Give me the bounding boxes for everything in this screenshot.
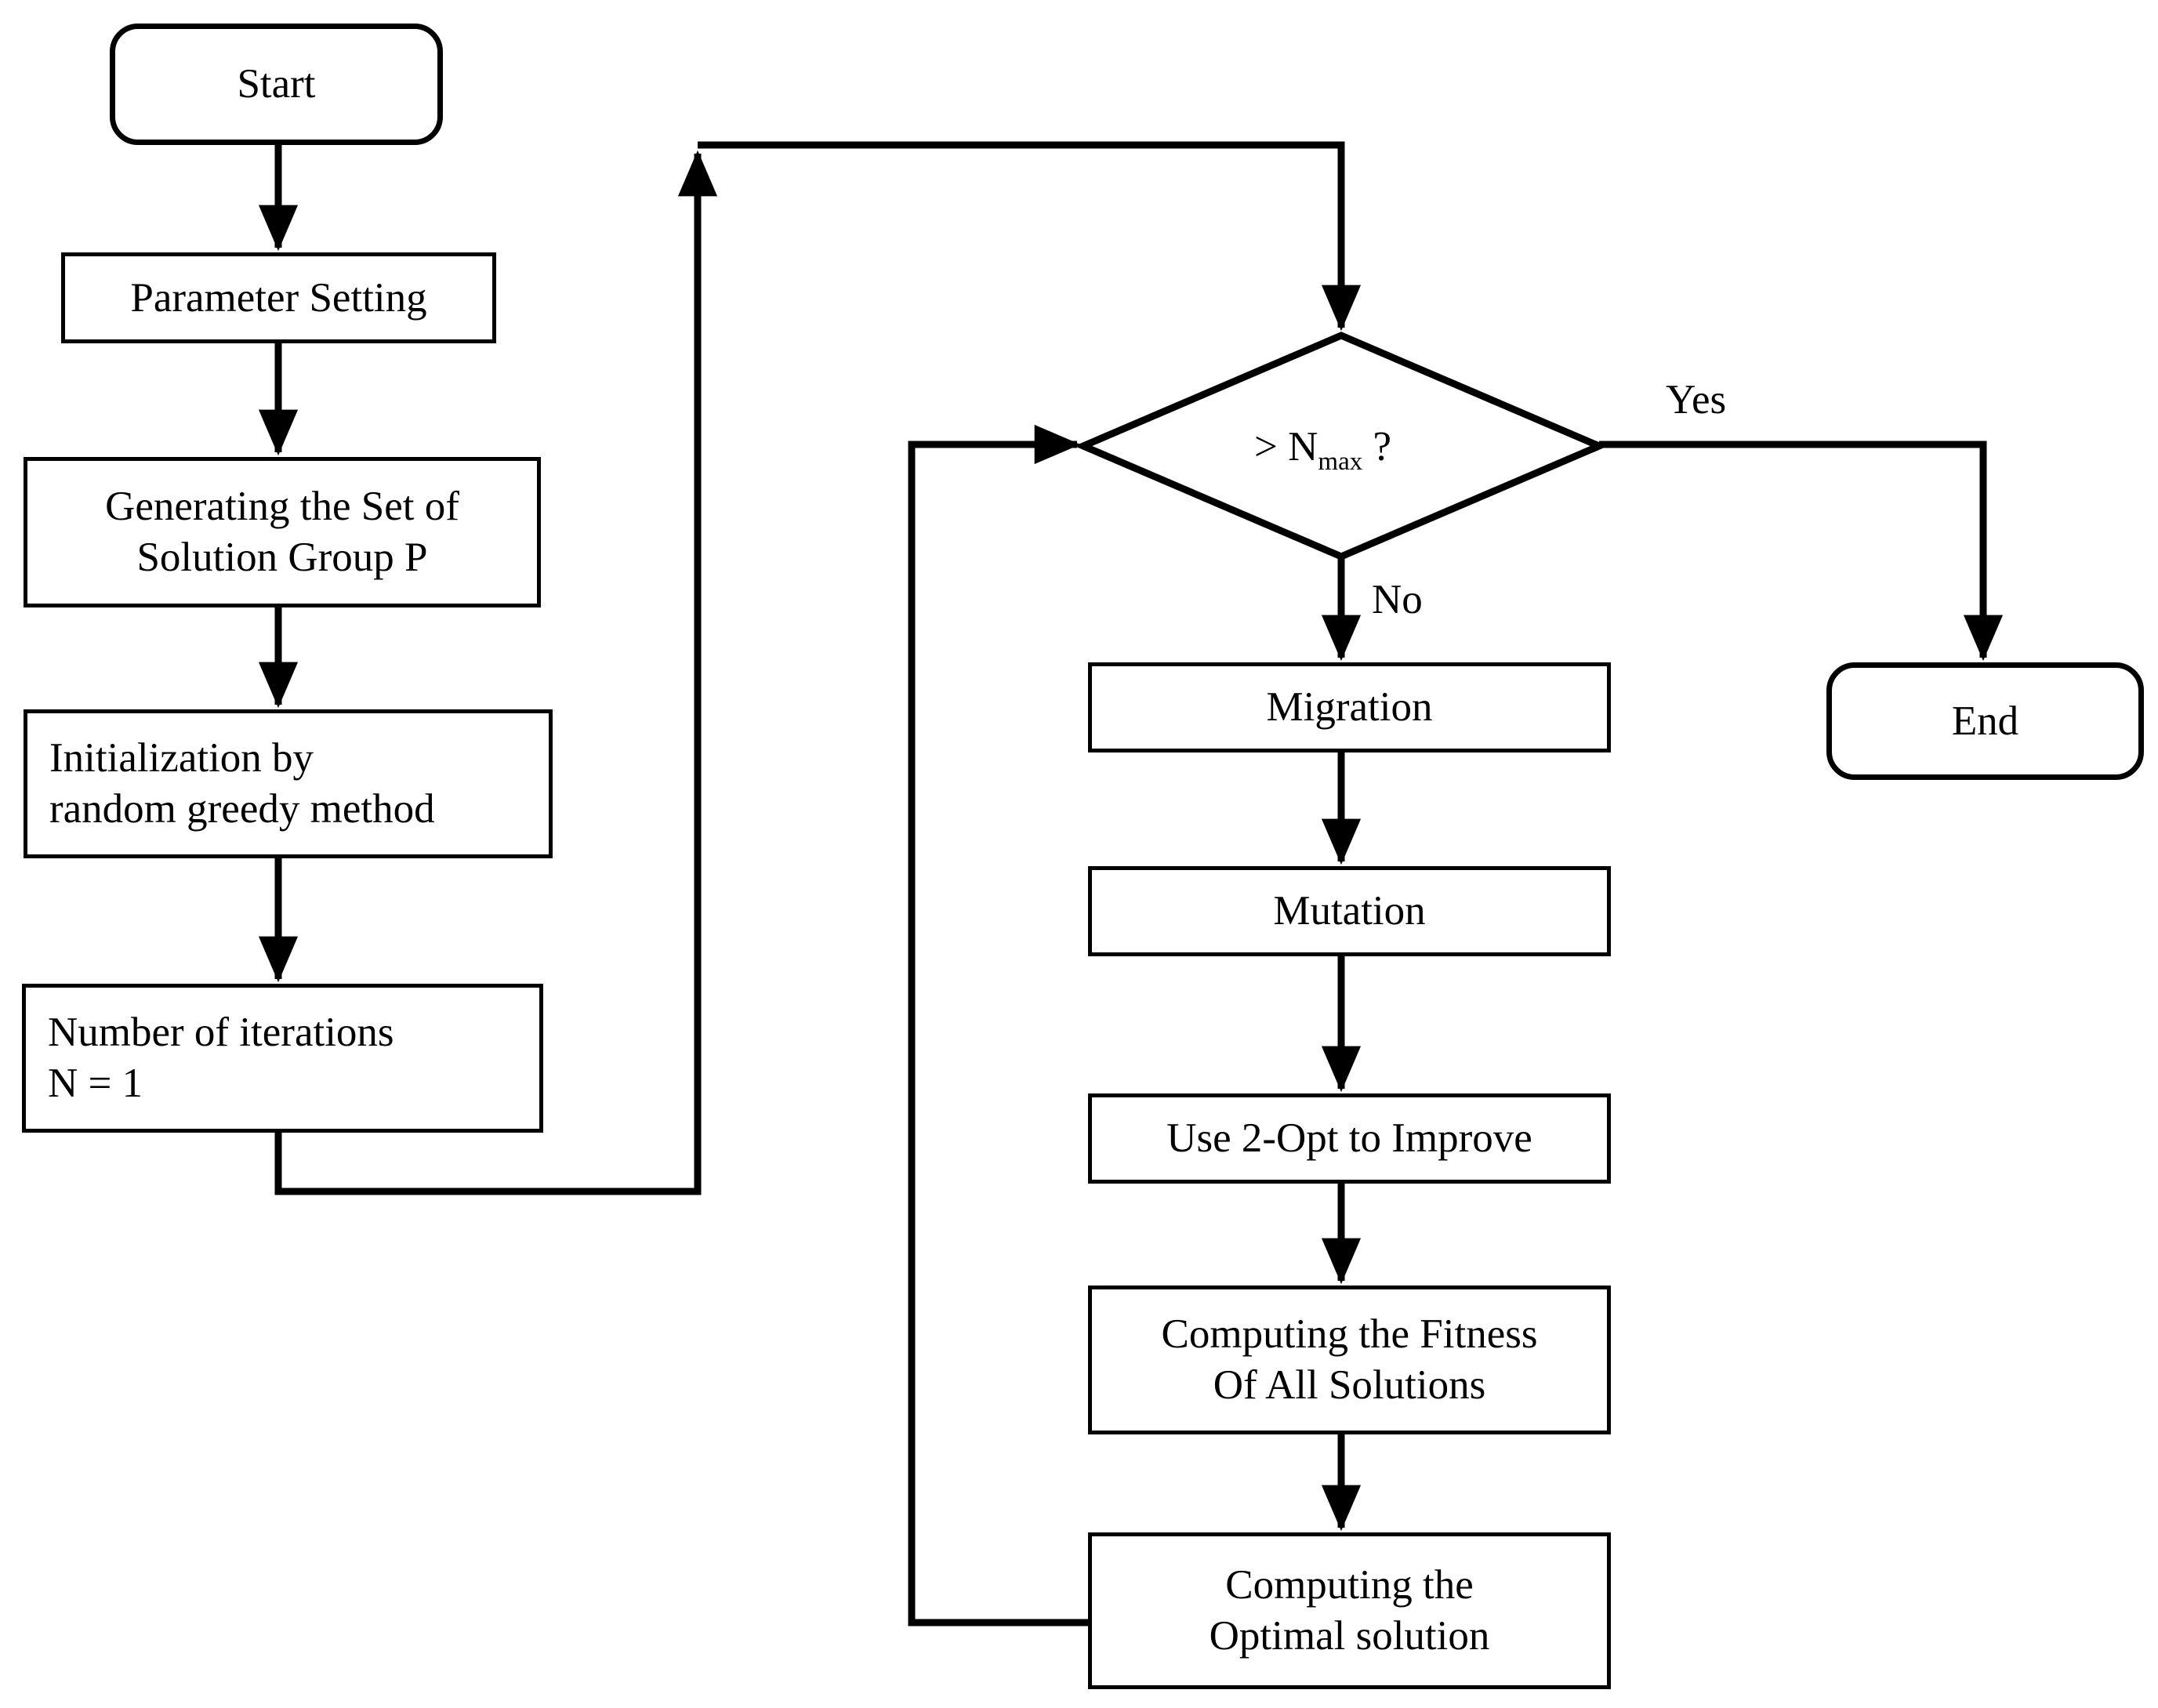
decision-diamond bbox=[1074, 332, 1609, 560]
node-generating-solution-set[interactable]: Generating the Set of Solution Group P bbox=[24, 457, 541, 607]
decision-subscript: max bbox=[1318, 448, 1363, 476]
node-initialization[interactable]: Initialization by random greedy method bbox=[24, 709, 553, 858]
node-number-of-iterations[interactable]: Number of iterations N = 1 bbox=[22, 984, 543, 1133]
node-number-of-iterations-label: Number of iterations N = 1 bbox=[48, 1010, 394, 1106]
node-start-label: Start bbox=[237, 61, 316, 107]
node-decision-label: > Nmax ? bbox=[1254, 423, 1392, 476]
node-initialization-label: Initialization by random greedy method bbox=[49, 735, 435, 832]
node-generating-solution-set-label: Generating the Set of Solution Group P bbox=[105, 484, 459, 580]
node-computing-fitness[interactable]: Computing the Fitness Of All Solutions bbox=[1088, 1286, 1611, 1434]
node-computing-fitness-label: Computing the Fitness Of All Solutions bbox=[1161, 1311, 1538, 1408]
node-end-label: End bbox=[1951, 698, 2019, 744]
node-mutation-label: Mutation bbox=[1273, 888, 1426, 934]
edge-label-yes: Yes bbox=[1666, 377, 1727, 422]
node-mutation[interactable]: Mutation bbox=[1088, 866, 1611, 956]
node-computing-optimal-label: Computing the Optimal solution bbox=[1209, 1562, 1490, 1659]
decision-prefix: > N bbox=[1254, 424, 1318, 470]
node-parameter-setting[interactable]: Parameter Setting bbox=[61, 252, 496, 343]
decision-suffix: ? bbox=[1362, 424, 1392, 470]
node-migration-label: Migration bbox=[1266, 684, 1433, 731]
node-computing-optimal[interactable]: Computing the Optimal solution bbox=[1088, 1532, 1611, 1689]
node-parameter-setting-label: Parameter Setting bbox=[130, 274, 427, 321]
node-use-2opt[interactable]: Use 2-Opt to Improve bbox=[1088, 1093, 1611, 1184]
node-start[interactable]: Start bbox=[110, 24, 443, 145]
edge-label-no: No bbox=[1372, 577, 1423, 622]
node-migration[interactable]: Migration bbox=[1088, 662, 1611, 752]
node-end[interactable]: End bbox=[1826, 662, 2144, 780]
node-use-2opt-label: Use 2-Opt to Improve bbox=[1166, 1115, 1532, 1162]
